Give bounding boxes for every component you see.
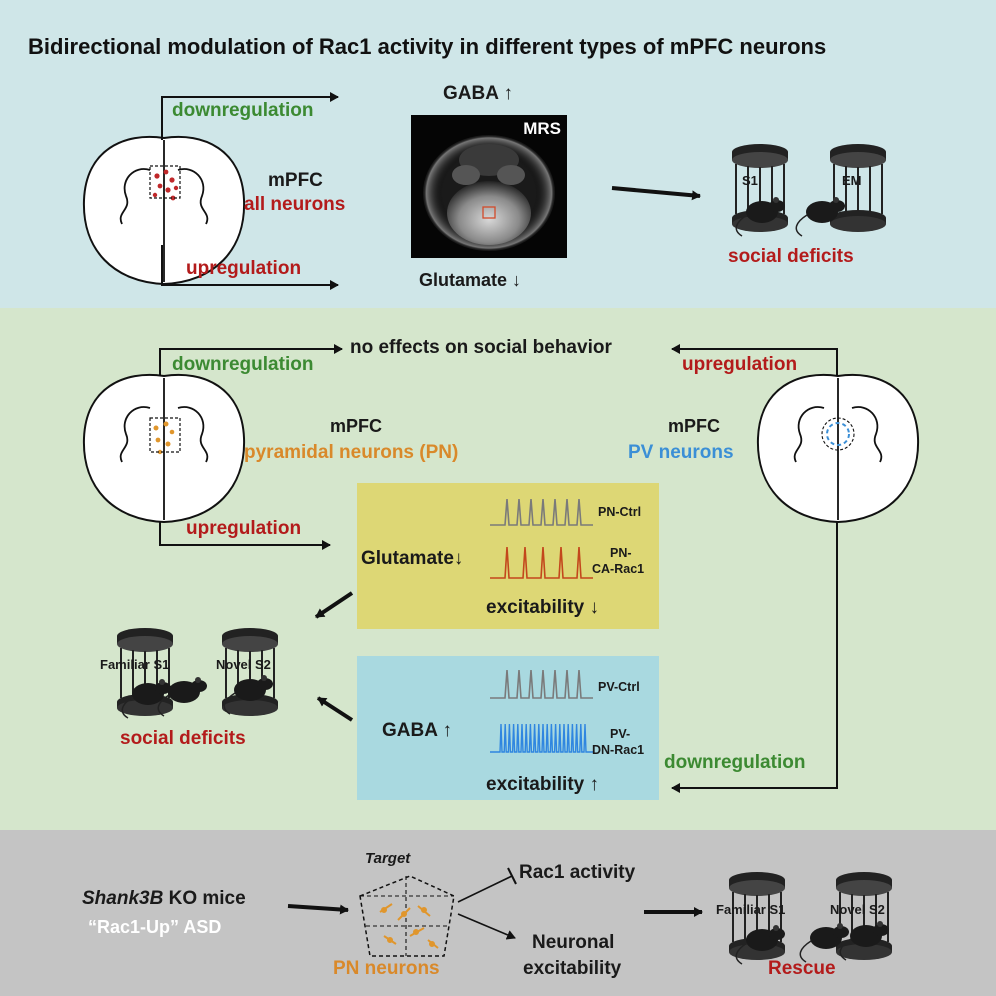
mid-left-downregulation-label: downregulation [172,354,314,375]
pn-ctrl-trace [490,498,593,526]
mrs-image: MRS [411,115,567,258]
mid-left-upregulation-label: upregulation [186,518,302,539]
bot-target-diagram [359,875,455,957]
pv-dn-label-1: PV- [610,727,631,741]
pv-dn-label-2: DN-Rac1 [592,743,645,757]
top-social-deficits-label: social deficits [728,246,854,267]
mid-pv-mpfc-label: mPFC [668,416,721,436]
up-arrow-icon: ↑ [442,720,453,741]
down-arrow-icon: ↓ [589,597,600,618]
pn-to-deficit-arrow [314,591,354,619]
up-arrow-icon: ↑ [503,83,514,104]
top-cage-s1 [731,143,789,237]
mid-pv-brain [756,373,920,523]
mid-pn-mpfc-label: mPFC [330,416,383,436]
bot-excit-arrow [457,913,516,940]
neuronal-label: Neuronal [532,932,615,953]
pv-dn-trace [490,723,594,753]
bot-novel-label: Novel S2 [830,902,885,917]
pn-neurons-label: PN neurons [333,958,440,979]
mid-cage-novel [221,627,279,717]
pn-glutamate-label: Glutamate↓ [361,548,464,569]
mid-right-upregulation-label: upregulation [682,354,798,375]
rac1-up-label: “Rac1-Up” ASD [88,917,222,937]
bot-familiar-label: Familiar S1 [716,902,786,917]
pn-ctrl-label: PN-Ctrl [598,505,642,519]
no-effects-label: no effects on social behavior [350,337,612,358]
panel-shank3b [0,830,996,996]
mrs-label: MRS [523,119,561,138]
rescue-label: Rescue [768,958,836,979]
mid-pv-down-arrow [671,505,838,793]
top-cage-em-label: EM [842,173,862,188]
top-down-arrow [161,92,339,140]
top-cage-s1-label: S1 [742,173,758,188]
rac1-activity-label: Rac1 activity [519,862,636,883]
mid-cage-familiar [116,627,208,719]
pn-ca-trace [490,546,593,579]
excitability-label: excitability [523,958,622,979]
page-title: Bidirectional modulation of Rac1 activit… [28,34,827,59]
bot-inhibit-line [457,875,513,903]
top-cage-em [795,143,887,237]
up-arrow-icon: ↑ [589,774,600,795]
pv-to-deficit-arrow [316,696,354,722]
bot-left-arrow [287,904,349,915]
pn-ca-label-1: PN- [610,546,632,560]
top-glutamate-label: Glutamate ↓ [419,270,522,290]
top-brain-diagram [82,135,246,285]
down-arrow-icon: ↓ [453,548,464,569]
mid-right-downregulation-label: downregulation [664,752,806,773]
top-right-arrow [611,186,701,201]
pv-ctrl-trace [490,669,593,699]
top-up-arrow [161,245,339,290]
shank3b-label: Shank3B KO mice [82,888,246,909]
top-downregulation-label: downregulation [172,100,314,121]
top-all-neurons-label: all neurons [244,194,346,215]
top-mpfc-label: mPFC [268,170,323,191]
target-label: Target [365,850,411,867]
mid-pv-label: PV neurons [628,442,734,463]
pn-excitability-label: excitability ↓ [486,597,600,618]
down-arrow-icon: ↓ [512,270,522,290]
pn-ca-label-2: CA-Rac1 [592,562,645,576]
mid-novel-label: Novel S2 [216,657,271,672]
pv-ctrl-label: PV-Ctrl [598,680,640,694]
mid-social-deficits-label: social deficits [120,728,246,749]
mid-familiar-label: Familiar S1 [100,657,170,672]
bot-cage-familiar [728,871,786,965]
mid-pn-brain [82,373,246,523]
top-gaba-label: GABA ↑ [443,83,514,104]
bot-cage-novel [799,871,893,963]
pv-gaba-label: GABA ↑ [382,720,453,741]
top-upregulation-label: upregulation [186,258,302,279]
mid-pn-label: pyramidal neurons (PN) [244,442,459,463]
pv-excitability-label: excitability ↑ [486,774,600,795]
